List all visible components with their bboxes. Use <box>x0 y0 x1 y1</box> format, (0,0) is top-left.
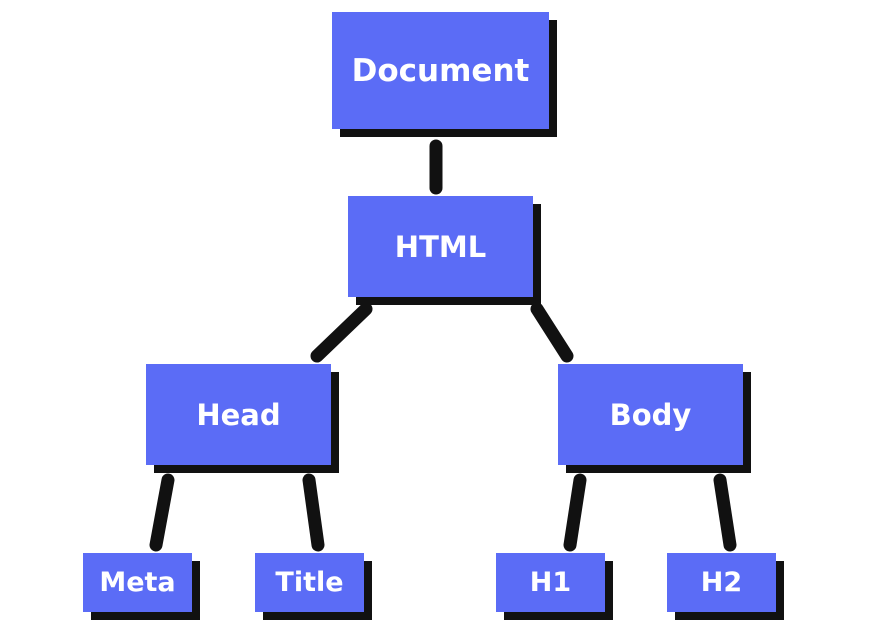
node-head-label: Head <box>196 397 281 432</box>
node-document: Document <box>332 12 549 129</box>
node-body: Body <box>558 364 743 465</box>
node-title: Title <box>255 553 364 612</box>
node-meta-label: Meta <box>99 567 176 598</box>
connector-head-meta <box>149 473 175 552</box>
connector-body-h1 <box>563 473 587 552</box>
connector-html-body <box>530 302 574 363</box>
node-h1-label: H1 <box>529 567 572 598</box>
node-document-label: Document <box>351 52 530 89</box>
node-h2-label: H2 <box>700 567 743 598</box>
node-html-label: HTML <box>394 229 487 264</box>
connector-html-head <box>310 302 373 363</box>
node-head: Head <box>146 364 331 465</box>
connector-body-h2 <box>713 473 737 552</box>
node-body-label: Body <box>609 397 692 432</box>
node-title-label: Title <box>275 567 344 598</box>
node-meta: Meta <box>83 553 192 612</box>
node-html: HTML <box>348 196 533 297</box>
node-h1: H1 <box>496 553 605 612</box>
node-h2: H2 <box>667 553 776 612</box>
connector-head-title <box>302 473 325 552</box>
